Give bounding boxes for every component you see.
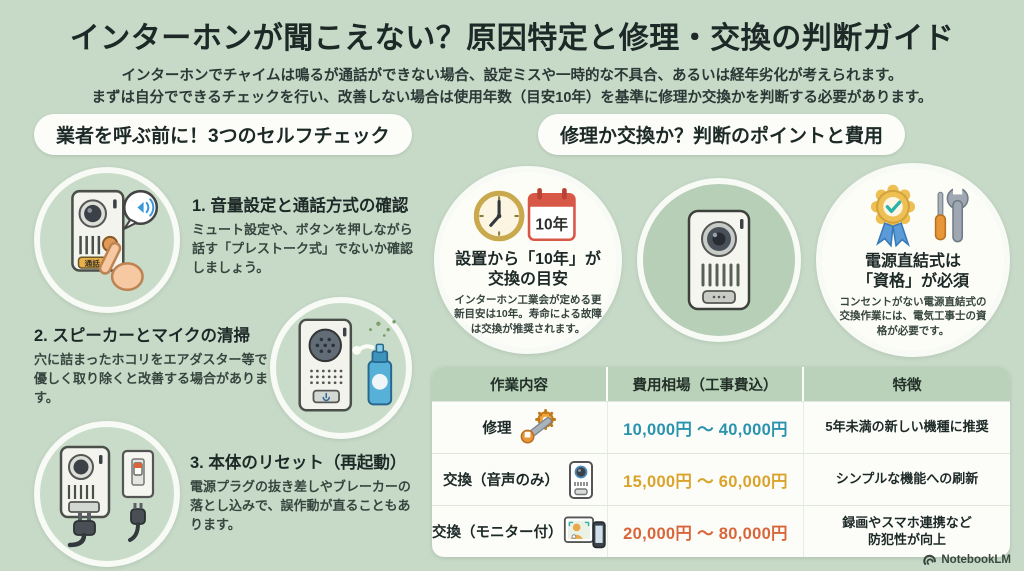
hand-icon: [110, 262, 144, 292]
table-header-work: 作業内容: [432, 367, 608, 401]
audio-intercom-icon: [569, 460, 593, 499]
subtitle-line-1: インターホンでチャイムは鳴るが通話ができない場合、設定ミスや一時的な不具合、ある…: [121, 68, 903, 84]
screwdriver-icon: [934, 192, 947, 241]
self-check-section-header: 業者を呼ぶ前に！3つのセルフチェック: [34, 114, 412, 155]
table-header-feature: 特徴: [804, 367, 1010, 401]
page-title: インターホンが聞こえない？原因特定と修理・交換の判断ガイド: [69, 22, 955, 55]
air-duster-cleaning-illustration: [270, 297, 412, 439]
table-header-cost: 費用相場（工事費込）: [608, 367, 804, 401]
power-plug-icon: [67, 513, 96, 548]
ten-years-badge: 10年: [535, 215, 568, 234]
point-10-years: 10年 設置から「10年」が 交換の目安 インターホン工業会が定める更新目安は1…: [434, 166, 622, 354]
point-license-required: 電源直結式は 「資格」が必須 コンセントがない電源直結式の交換作業には、電気工事…: [816, 163, 1010, 357]
table-row-repair-price: 10,000円 ～ 40,000円: [608, 401, 804, 453]
self-check-section: 業者を呼ぶ前に！3つのセルフチェック: [0, 114, 432, 571]
point-1-body: インターホン工業会が定める更新目安は10年。寿命による故障は交換が推奨されます。: [454, 294, 602, 335]
power-plug-breaker-illustration: [34, 421, 180, 567]
repair-or-replace-section: 修理か交換か？判断のポイントと費用: [432, 114, 1024, 571]
speaker-icon: [132, 201, 144, 214]
breaker-switch-icon: [121, 449, 155, 499]
repair-tools-icon: [520, 408, 556, 443]
table-row-monitor-feature: 録画やスマホ連携など 防犯性が向上: [804, 505, 1010, 557]
point-1-title: 設置から「10年」が 交換の目安: [455, 251, 601, 289]
self-check-1-title: 1. 音量設定と通話方式の確認: [192, 197, 409, 216]
self-check-3-body: 電源プラグの抜き差しやブレーカーの落とし込みで、誤作動が直ることもあります。: [190, 479, 411, 532]
table-row-monitor-label: 交換（モニター付）: [432, 505, 608, 557]
self-check-2-text: 2. スピーカーとマイクの清掃 穴に詰まったホコリをエアダスター等で優しく取り除…: [34, 322, 268, 408]
table-row-audio-label: 交換（音声のみ）: [432, 453, 608, 505]
wrench-icon: [946, 184, 969, 243]
content-columns: 業者を呼ぶ前に！3つのセルフチェック: [0, 114, 1024, 571]
self-check-3-text: 3. 本体のリセット（再起動） 電源プラグの抜き差しやブレーカーの落とし込みで、…: [190, 449, 416, 535]
video-intercom-icon: [687, 209, 751, 311]
notebooklm-logo-icon: [923, 554, 937, 565]
page-subtitle: インターホンでチャイムは鳴るが通話ができない場合、設定ミスや一時的な不具合、ある…: [0, 66, 1024, 110]
subtitle-line-2: まずは自分でできるチェックを行い、改善しない場合は使用年数（目安10年）を基準に…: [91, 89, 933, 106]
self-check-1-text: 1. 音量設定と通話方式の確認 ミュート設定や、ボタンを押しながら話す「プレスト…: [192, 192, 424, 278]
cost-table: 作業内容 費用相場（工事費込） 特徴 修理: [432, 367, 1010, 557]
point-3-title: 電源直結式は 「資格」が必須: [856, 253, 969, 291]
medal-icon: [870, 184, 916, 248]
intercom-press-talk-illustration: 通話: [34, 167, 180, 313]
repair-or-replace-section-header: 修理か交換か？判断のポイントと費用: [538, 114, 906, 155]
self-check-1-body: ミュート設定や、ボタンを押しながら話す「プレストーク式」でないか確認しましょう。: [192, 222, 414, 275]
table-row-monitor-price: 20,000円 ～ 80,000円: [608, 505, 804, 557]
table-row-audio-feature: シンプルな機能への刷新: [804, 453, 1010, 505]
small-plug-icon: [128, 503, 146, 542]
decision-points: 10年 設置から「10年」が 交換の目安 インターホン工業会が定める更新目安は1…: [432, 163, 1012, 357]
table-row-repair-feature: 5年未満の新しい機種に推奨: [804, 401, 1010, 453]
talk-button-label: 通話: [85, 258, 101, 268]
clock-calendar-icon: 10年: [473, 188, 576, 242]
brand-footer: NotebookLM: [923, 554, 1011, 566]
self-check-item-3: 3. 本体のリセット（再起動） 電源プラグの抜き差しやブレーカーの落とし込みで、…: [34, 421, 432, 567]
air-duster-icon: [298, 318, 396, 412]
brand-name: NotebookLM: [941, 554, 1011, 566]
table-row-repair-label: 修理: [432, 401, 608, 453]
self-check-3-title: 3. 本体のリセット（再起動）: [190, 454, 407, 473]
self-check-2-title: 2. スピーカーとマイクの清掃: [34, 327, 251, 346]
certificate-tools-icon: [870, 184, 969, 248]
self-check-item-2: 2. スピーカーとマイクの清掃 穴に詰まったホコリをエアダスター等で優しく取り除…: [34, 297, 432, 439]
point-intercom: [637, 178, 801, 342]
power-reset-icon: [59, 445, 155, 548]
point-3-body: コンセントがない電源直結式の交換作業には、電気工事士の資格が必要です。: [839, 296, 987, 337]
intercom-press-talk-icon: 通話: [71, 189, 159, 292]
self-check-item-1: 通話 1. 音量設定と通話方式の確認 ミュート設定や、ボタンを押しながら話す「プ…: [34, 167, 432, 313]
table-row-audio-price: 15,000円 ～ 60,000円: [608, 453, 804, 505]
spray-can-icon: [352, 343, 393, 406]
monitor-smartphone-icon: [564, 515, 606, 548]
header: インターホンが聞こえない？原因特定と修理・交換の判断ガイド インターホンでチャイ…: [0, 0, 1024, 110]
dust-specks: [369, 320, 396, 337]
self-check-2-body: 穴に詰まったホコリをエアダスター等で優しく取り除くと改善する場合があります。: [34, 352, 269, 405]
